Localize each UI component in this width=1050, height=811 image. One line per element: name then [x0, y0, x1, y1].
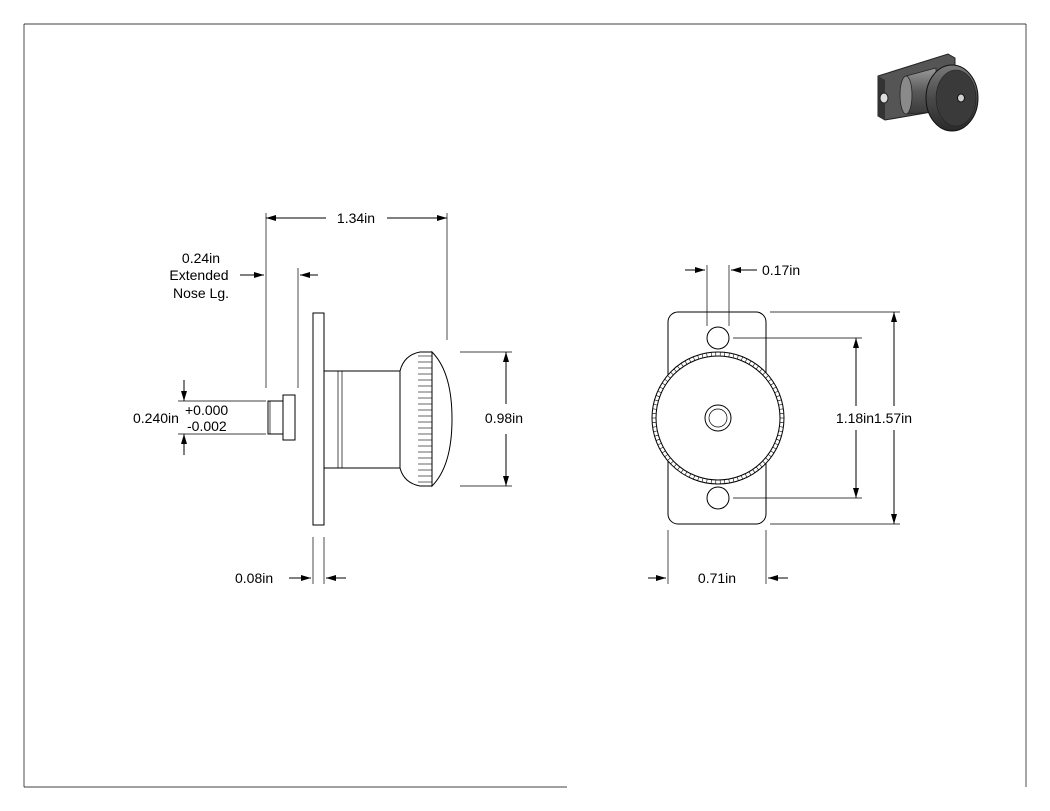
- hole-diameter-label: 0.17in: [762, 262, 800, 278]
- flange-thickness-label: 0.08in: [235, 570, 273, 586]
- nose-length-value: 0.24in: [182, 250, 220, 266]
- tolerance-minus: -0.002: [187, 418, 227, 434]
- dim-flange-thickness: 0.08in: [235, 537, 346, 586]
- tolerance-plus: +0.000: [185, 402, 228, 418]
- knob-diameter-label: 0.98in: [485, 410, 523, 426]
- knurl-ring: [652, 352, 784, 484]
- dim-flange-width: 0.71in: [648, 530, 788, 586]
- sheet-border: [23, 23, 1027, 788]
- side-view: [267, 312, 453, 526]
- dim-hole-spacing: 1.18in: [733, 337, 874, 499]
- dim-knob-diameter: 0.98in: [460, 351, 523, 487]
- dim-overall-length: 1.34in: [265, 210, 448, 388]
- flange-width-label: 0.71in: [698, 570, 736, 586]
- pin-diameter-label: 0.240in: [133, 410, 179, 426]
- front-view: [651, 311, 785, 525]
- dim-flange-height: 1.57in: [770, 311, 912, 525]
- dim-pin-diameter: 0.240in +0.000 -0.002: [133, 380, 266, 455]
- knurl-pattern: [418, 355, 432, 483]
- dim-nose-length: 0.24in Extended Nose Lg.: [169, 250, 318, 388]
- dim-hole-diameter: 0.17in: [685, 262, 800, 326]
- nose-length-line2: Nose Lg.: [173, 285, 229, 301]
- flange-height-label: 1.57in: [874, 410, 912, 426]
- hole-spacing-label: 1.18in: [836, 410, 874, 426]
- overall-length-label: 1.34in: [337, 210, 375, 226]
- nose-length-line1: Extended: [169, 267, 228, 283]
- isometric-thumbnail: [877, 53, 979, 132]
